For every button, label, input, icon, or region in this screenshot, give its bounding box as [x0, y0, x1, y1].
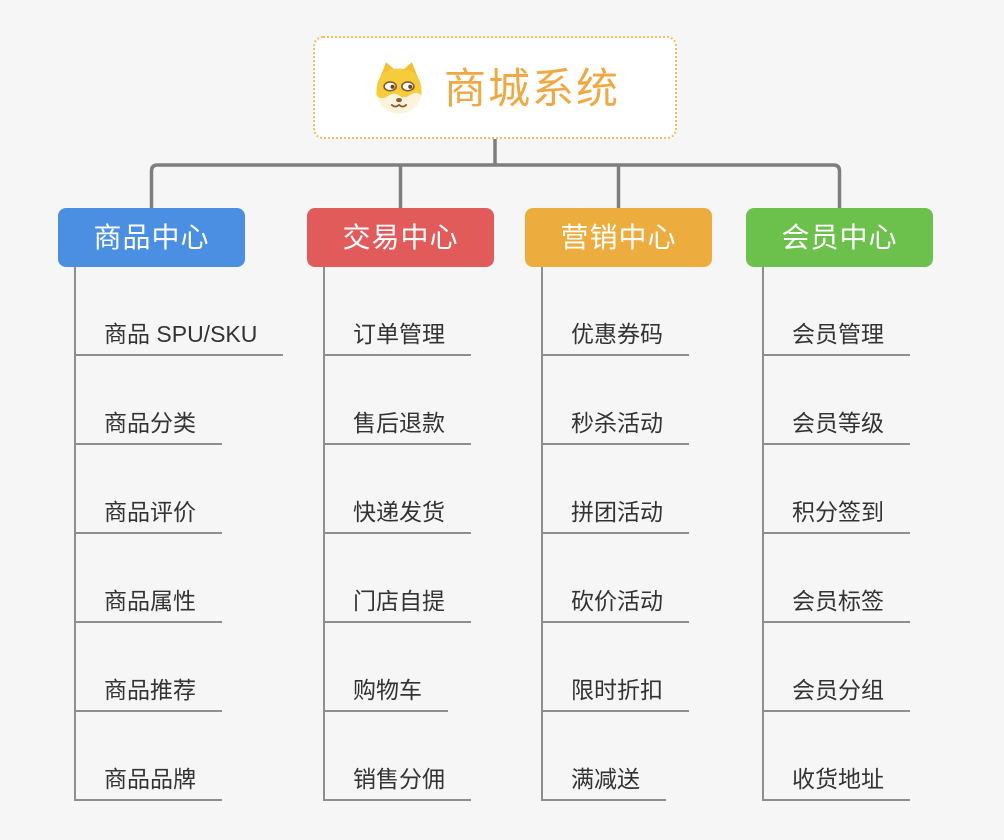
shiba-dog-icon: [376, 61, 422, 114]
branch-column-trade: 交易中心 订单管理 售后退款 快递发货 门店自提 购物车 销售分佣: [307, 208, 547, 801]
branch-node-product-center[interactable]: 商品中心: [58, 208, 245, 267]
branch-node-label: 商品中心: [93, 221, 210, 253]
branch-column-member: 会员中心 会员管理 会员等级 积分签到 会员标签 会员分组 收货地址: [746, 208, 986, 801]
leaf-node-express-delivery[interactable]: 快递发货: [325, 445, 471, 534]
leaf-node-product-recommend[interactable]: 商品推荐: [76, 623, 222, 712]
branch-node-member-center[interactable]: 会员中心: [746, 208, 933, 267]
leaf-node-product-review[interactable]: 商品评价: [76, 445, 222, 534]
branch-node-label: 会员中心: [781, 221, 898, 253]
leaf-node-shopping-cart[interactable]: 购物车: [325, 623, 448, 712]
leaf-node-limited-time-discount[interactable]: 限时折扣: [543, 623, 689, 712]
leaf-node-product-category[interactable]: 商品分类: [76, 356, 222, 445]
leaf-node-member-tags[interactable]: 会员标签: [764, 534, 910, 623]
leaf-node-order-management[interactable]: 订单管理: [325, 267, 471, 356]
leaf-node-bargain-activity[interactable]: 砍价活动: [543, 534, 689, 623]
leaf-node-after-sale-refund[interactable]: 售后退款: [325, 356, 471, 445]
leaf-node-product-spu-sku[interactable]: 商品 SPU/SKU: [76, 267, 284, 356]
leaf-node-shipping-address[interactable]: 收货地址: [764, 712, 910, 801]
branch-children-list: 优惠券码 秒杀活动 拼团活动 砍价活动 限时折扣 满减送: [541, 267, 689, 801]
branch-bus-line: [149, 163, 842, 208]
leaf-node-sales-commission[interactable]: 销售分佣: [325, 712, 471, 801]
branch-node-label: 营销中心: [560, 221, 677, 253]
branch-node-marketing-center[interactable]: 营销中心: [525, 208, 712, 267]
leaf-node-group-buy[interactable]: 拼团活动: [543, 445, 689, 534]
leaf-node-member-level[interactable]: 会员等级: [764, 356, 910, 445]
branch-children-list: 订单管理 售后退款 快递发货 门店自提 购物车 销售分佣: [323, 267, 471, 801]
leaf-node-member-groups[interactable]: 会员分组: [764, 623, 910, 712]
leaf-node-store-pickup[interactable]: 门店自提: [325, 534, 471, 623]
root-topic-label: 商城系统: [443, 64, 620, 112]
branch-children-list: 会员管理 会员等级 积分签到 会员标签 会员分组 收货地址: [762, 267, 910, 801]
branch-column-product: 商品中心 商品 SPU/SKU 商品分类 商品评价 商品属性 商品推荐 商品品牌: [58, 208, 298, 801]
branch-column-marketing: 营销中心 优惠券码 秒杀活动 拼团活动 砍价活动 限时折扣 满减送: [525, 208, 765, 801]
branch-node-label: 交易中心: [342, 221, 459, 253]
branch-node-trade-center[interactable]: 交易中心: [307, 208, 494, 267]
leaf-node-flash-sale[interactable]: 秒杀活动: [543, 356, 689, 445]
root-topic-node[interactable]: 商城系统: [313, 36, 677, 139]
leaf-node-points-checkin[interactable]: 积分签到: [764, 445, 910, 534]
leaf-node-coupon-code[interactable]: 优惠券码: [543, 267, 689, 356]
leaf-node-member-management[interactable]: 会员管理: [764, 267, 910, 356]
branch-children-list: 商品 SPU/SKU 商品分类 商品评价 商品属性 商品推荐 商品品牌: [74, 267, 284, 801]
leaf-node-product-attribute[interactable]: 商品属性: [76, 534, 222, 623]
leaf-node-product-brand[interactable]: 商品品牌: [76, 712, 222, 801]
leaf-node-spend-and-save[interactable]: 满减送: [543, 712, 666, 801]
